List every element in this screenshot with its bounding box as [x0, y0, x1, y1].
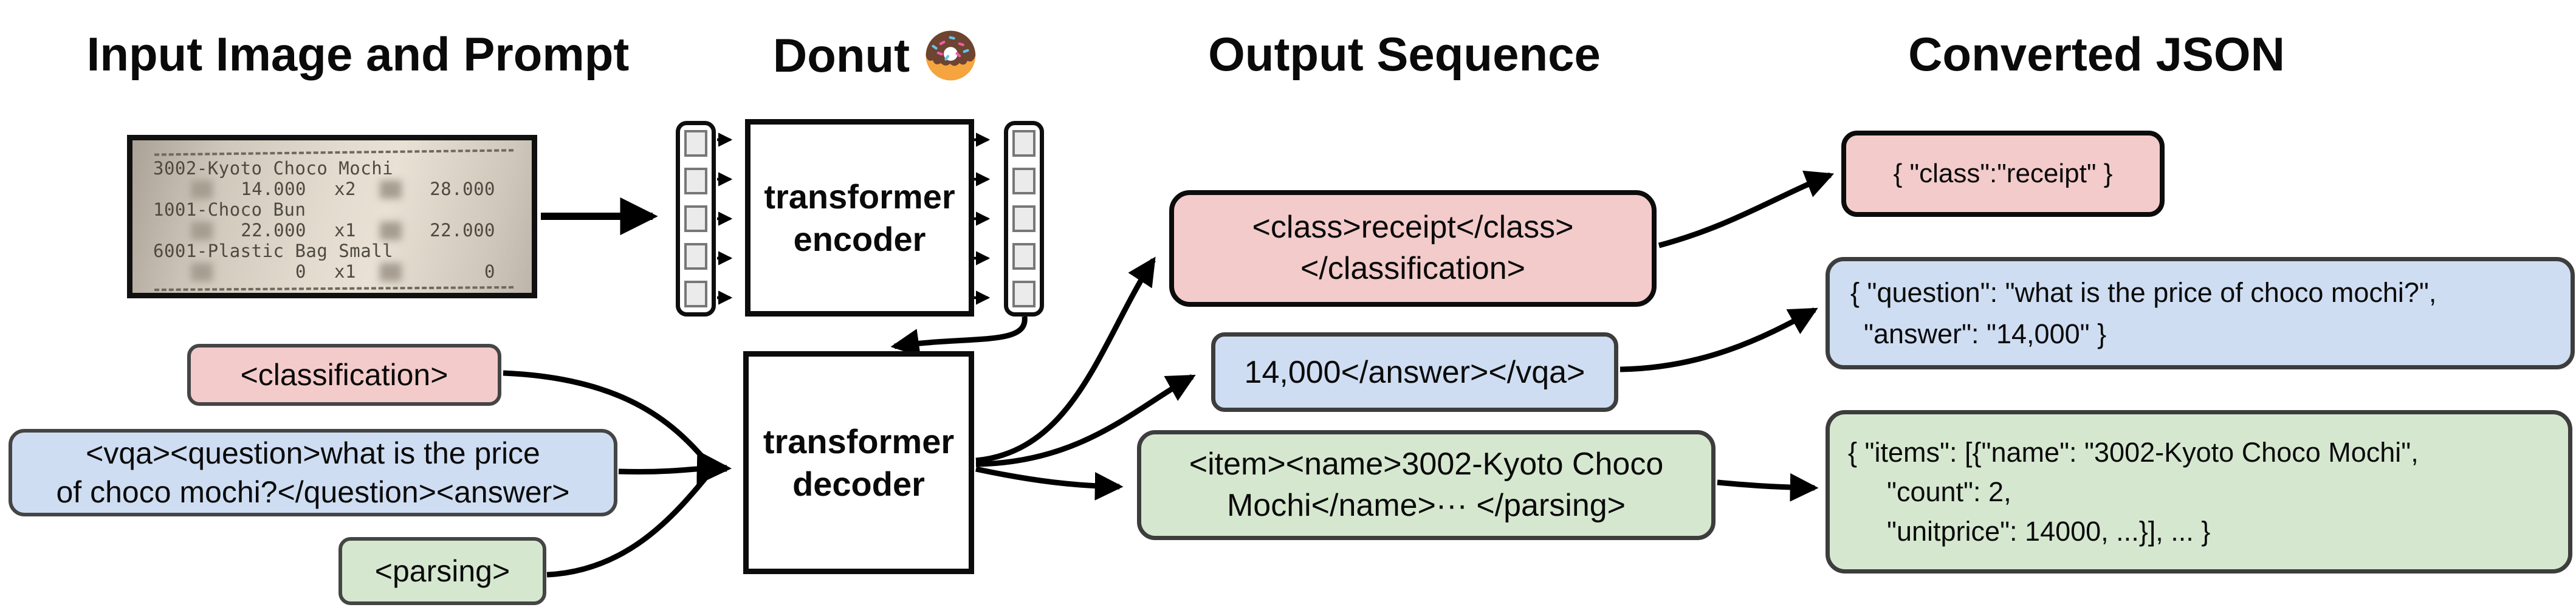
output-classification-line2: </classification> — [1300, 251, 1525, 286]
receipt-amount-right: 28.000 — [380, 179, 495, 200]
redaction-blur — [380, 180, 402, 199]
receipt-amount-left: 22.000 x1 — [191, 220, 356, 241]
embedding-token — [1012, 281, 1036, 307]
decoder-label-line2: decoder — [792, 464, 925, 503]
arrow-classification-to-json — [1658, 170, 1835, 248]
encoder-label-line1: transformer — [764, 177, 955, 216]
patch-token-strip-input — [676, 121, 716, 317]
json-parsing-line3: "unitprice": 14000, ...}], ... } — [1887, 516, 2211, 547]
receipt-amount-left: 14.000 x2 — [191, 179, 356, 200]
receipt-amount-right: 22.000 — [380, 220, 495, 241]
receipt-image: 3002-Kyoto Choco Mochi 14.000 x2 28.000 1… — [127, 135, 537, 298]
json-parsing-box: { "items": [{"name": "3002-Kyoto Choco M… — [1826, 410, 2572, 574]
input-section-title-text: Input Image and Prompt — [86, 27, 630, 81]
model-section-title-text: Donut — [772, 29, 910, 82]
receipt-item-name: 6001-Plastic Bag Small — [153, 241, 394, 261]
receipt-item-amounts: 22.000 x1 22.000 — [153, 220, 516, 241]
transformer-encoder-box: transformer encoder — [745, 119, 974, 317]
embedding-token — [1012, 243, 1036, 270]
patch-token-strip-encoded — [1004, 121, 1044, 317]
output-parsing-line2: Mochi</name>··· </parsing> — [1226, 487, 1626, 523]
donut-icon — [926, 30, 976, 81]
input-section-title: Input Image and Prompt — [87, 27, 630, 82]
decoder-label-line1: transformer — [763, 422, 955, 461]
receipt-item-amounts: 0 x1 0 — [153, 261, 516, 283]
receipt-amount-left: 0 x1 — [191, 261, 356, 283]
json-section-title-text: Converted JSON — [1908, 27, 2285, 81]
arrow-encoder-to-decoder — [890, 316, 1028, 357]
output-parsing-box: <item><name>3002-Kyoto Choco Mochi</name… — [1137, 430, 1716, 540]
receipt-total: 28.000 — [430, 179, 495, 199]
json-vqa-box: { "question": "what is the price of choc… — [1826, 257, 2575, 369]
redaction-blur — [380, 263, 402, 281]
patch-token — [684, 281, 707, 307]
embedding-token — [1012, 205, 1036, 232]
prompt-vqa-line2: of choco mochi?</question><answer> — [56, 475, 570, 509]
patch-token — [684, 243, 707, 270]
receipt-item-amounts: 14.000 x2 28.000 — [153, 179, 516, 200]
redaction-blur — [191, 263, 213, 281]
receipt-total: 22.000 — [430, 220, 495, 241]
prompt-parsing-box: <parsing> — [338, 537, 546, 605]
json-classification-box: { "class":"receipt" } — [1841, 131, 2165, 217]
output-vqa-text: 14,000</answer></vqa> — [1244, 354, 1585, 390]
arrow-decoder-to-classification — [975, 256, 1156, 464]
model-section-title: Donut — [773, 27, 980, 84]
arrow-decoder-to-parsing — [975, 466, 1124, 501]
arrow-prompt-vqa — [618, 465, 710, 475]
redaction-blur — [191, 180, 213, 199]
receipt-qty: x2 — [334, 179, 356, 199]
redaction-blur — [191, 222, 213, 240]
receipt-unit-price: 0 — [295, 261, 306, 282]
json-section-title: Converted JSON — [1908, 27, 2285, 82]
receipt-qty: x1 — [334, 261, 356, 282]
json-classification-text: { "class":"receipt" } — [1893, 159, 2113, 188]
json-vqa-line2: "answer": "14,000" } — [1864, 318, 2107, 349]
redaction-blur — [380, 222, 402, 240]
receipt-item-name: 1001-Choco Bun — [153, 199, 306, 220]
receipt-unit-price: 14.000 — [241, 179, 306, 199]
output-section-title-text: Output Sequence — [1208, 27, 1601, 81]
output-classification-box: <class>receipt</class> </classification> — [1169, 190, 1657, 307]
prompt-vqa-line1: <vqa><question>what is the price — [86, 436, 540, 470]
prompt-classification-box: <classification> — [187, 344, 501, 406]
prompt-vqa-box: <vqa><question>what is the price of choc… — [9, 429, 617, 516]
receipt-dashed-rule-top — [154, 149, 514, 156]
prompt-classification-text: <classification> — [240, 358, 448, 392]
output-section-title: Output Sequence — [1208, 27, 1601, 82]
output-classification-line1: <class>receipt</class> — [1252, 210, 1574, 245]
patch-token — [684, 130, 707, 157]
output-vqa-box: 14,000</answer></vqa> — [1211, 332, 1618, 412]
patch-token — [684, 168, 707, 194]
receipt-dashed-rule-bottom — [154, 286, 514, 292]
receipt-item-name: 3002-Kyoto Choco Mochi — [153, 158, 394, 179]
patch-token — [684, 205, 707, 232]
transformer-decoder-box: transformer decoder — [743, 351, 974, 574]
json-vqa-line1: { "question": "what is the price of choc… — [1850, 277, 2437, 308]
json-parsing-line1: { "items": [{"name": "3002-Kyoto Choco M… — [1848, 436, 2419, 468]
json-parsing-line2: "count": 2, — [1887, 476, 2011, 507]
arrow-parsing-to-json — [1717, 473, 1819, 502]
embedding-token — [1012, 168, 1036, 194]
encoder-label-line2: encoder — [793, 219, 926, 258]
receipt-total: 0 — [484, 261, 495, 282]
prompt-parsing-text: <parsing> — [374, 554, 510, 588]
arrow-vqa-to-json — [1619, 307, 1818, 372]
receipt-unit-price: 22.000 — [241, 220, 306, 241]
embedding-token — [1012, 130, 1036, 157]
receipt-qty: x1 — [334, 220, 356, 241]
output-parsing-line1: <item><name>3002-Kyoto Choco — [1189, 446, 1664, 482]
receipt-amount-right: 0 — [380, 261, 495, 283]
